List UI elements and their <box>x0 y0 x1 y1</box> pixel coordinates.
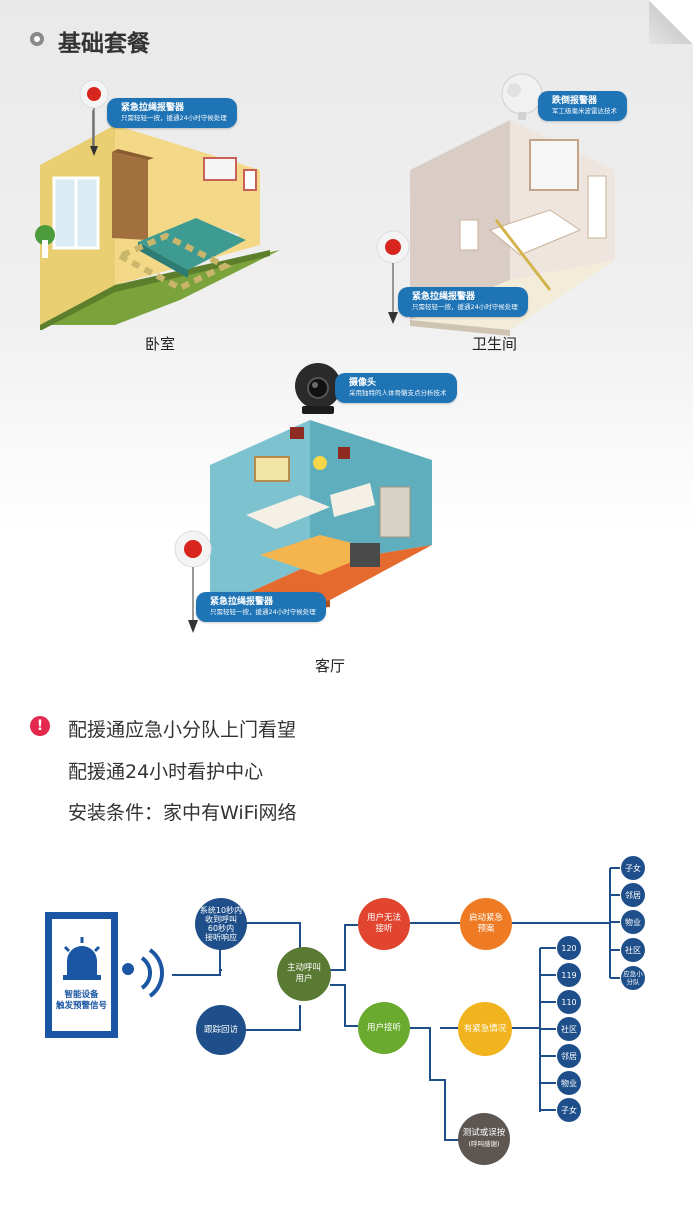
siren-icon <box>63 937 101 980</box>
node-emergency-plan: 启动紧急 预案 <box>460 898 512 950</box>
emergency-plan-line-1: 启动紧急 <box>468 913 503 923</box>
emergency-target-120: 120 <box>557 936 581 960</box>
bedroom-callout-title: 紧急拉绳报警器 <box>121 103 185 113</box>
user-answer-label: 用户接听 <box>366 1022 401 1033</box>
livingroom-pull-cord-alarm-icon <box>174 530 212 633</box>
livingroom-label: 客厅 <box>315 657 346 675</box>
device-label-line-1: 智能设备 <box>64 990 99 1000</box>
system-line-3: 60秒内 <box>207 924 235 933</box>
plan-target-children: 子女 <box>621 856 645 880</box>
fall-alarm-callout-title: 跌倒报警器 <box>552 96 598 106</box>
has-emergency-label: 有紧急情况 <box>463 1023 507 1034</box>
plan-target-community: 社区 <box>621 938 645 962</box>
emergency-target-community: 社区 <box>557 1017 581 1041</box>
fall-alarm-callout-desc: 军工级毫米波雷达技术 <box>552 107 617 115</box>
camera-callout-title: 摄像头 <box>349 378 377 388</box>
system-line-1: 系统10秒内 <box>199 906 243 915</box>
test-line-1: 测试或误按 <box>462 1128 506 1138</box>
livingroom-illustration <box>210 420 432 617</box>
plan-target-emergency-team: 应急小分队 <box>621 966 645 990</box>
alert-icon: ! <box>30 716 50 736</box>
system-line-4: 接听响应 <box>205 933 237 942</box>
node-system-response: 系统10秒内 收到呼叫 60秒内 接听响应 <box>195 898 247 950</box>
no-answer-line-2: 接听 <box>375 924 393 934</box>
emergency-target-neighbors: 邻居 <box>557 1044 581 1068</box>
plan-target-neighbors: 邻居 <box>621 883 645 907</box>
bathroom-callout-title: 紧急拉绳报警器 <box>412 292 476 302</box>
test-line-2: (呼叫感谢) <box>468 1140 500 1148</box>
bedroom-label: 卧室 <box>145 335 176 353</box>
bedroom-callout: 紧急拉绳报警器 只需轻轻一按，援通24小时守候处理 <box>107 98 237 128</box>
emergency-target-children: 子女 <box>557 1098 581 1122</box>
bathroom-callout-desc: 只需轻轻一按，援通24小时守候处理 <box>412 303 518 311</box>
smart-device-label: 智能设备 触发预警信号 <box>45 990 118 1012</box>
call-user-line-2: 用户 <box>295 974 313 984</box>
plan-target-property: 物业 <box>621 910 645 934</box>
node-call-user: 主动呼叫 用户 <box>277 947 331 1001</box>
camera-callout-desc: 采用独特的人体骨骼支点分析技术 <box>349 389 447 397</box>
emergency-target-110: 110 <box>557 990 581 1014</box>
node-user-answer: 用户接听 <box>358 1002 410 1054</box>
page-curl-corner <box>649 0 693 44</box>
node-no-answer: 用户无法 接听 <box>358 898 410 950</box>
page-title: 基础套餐 <box>58 31 150 57</box>
follow-up-label: 跟踪回访 <box>203 1024 238 1035</box>
fall-alarm-callout: 跌倒报警器 军工级毫米波雷达技术 <box>538 91 627 121</box>
emergency-target-119: 119 <box>557 963 581 987</box>
info-line-1: 配援通应急小分队上门看望 <box>68 719 297 741</box>
bedroom-callout-desc: 只需轻轻一按，援通24小时守候处理 <box>121 114 227 122</box>
no-answer-line-1: 用户无法 <box>366 913 401 923</box>
bedroom-illustration <box>35 110 280 330</box>
info-line-3: 安装条件：家中有WiFi网络 <box>68 802 297 824</box>
livingroom-callout-desc: 只需轻轻一按，援通24小时守候处理 <box>210 608 316 616</box>
bathroom-pull-cord-alarm-icon <box>376 230 410 324</box>
bedroom-pull-cord-alarm-icon <box>79 79 109 156</box>
bathroom-callout: 紧急拉绳报警器 只需轻轻一按，援通24小时守候处理 <box>398 287 528 317</box>
bathroom-label: 卫生间 <box>472 335 518 353</box>
title-bullet-icon <box>30 32 44 46</box>
device-label-line-2: 触发预警信号 <box>55 1001 107 1011</box>
livingroom-callout-title: 紧急拉绳报警器 <box>210 597 274 607</box>
node-follow-up: 跟踪回访 <box>196 1005 246 1055</box>
system-line-2: 收到呼叫 <box>205 915 237 924</box>
node-has-emergency: 有紧急情况 <box>458 1002 512 1056</box>
info-line-2: 配援通24小时看护中心 <box>68 761 264 783</box>
emergency-plan-line-2: 预案 <box>477 924 495 934</box>
fall-alarm-radar-icon <box>501 73 543 120</box>
camera-callout: 摄像头 采用独特的人体骨骼支点分析技术 <box>335 373 457 403</box>
node-test-mistake: 测试或误按 (呼叫感谢) <box>458 1113 510 1165</box>
emergency-target-property: 物业 <box>557 1071 581 1095</box>
camera-icon <box>295 363 341 414</box>
livingroom-callout: 紧急拉绳报警器 只需轻轻一按，援通24小时守候处理 <box>196 592 326 622</box>
call-user-line-1: 主动呼叫 <box>286 963 321 973</box>
